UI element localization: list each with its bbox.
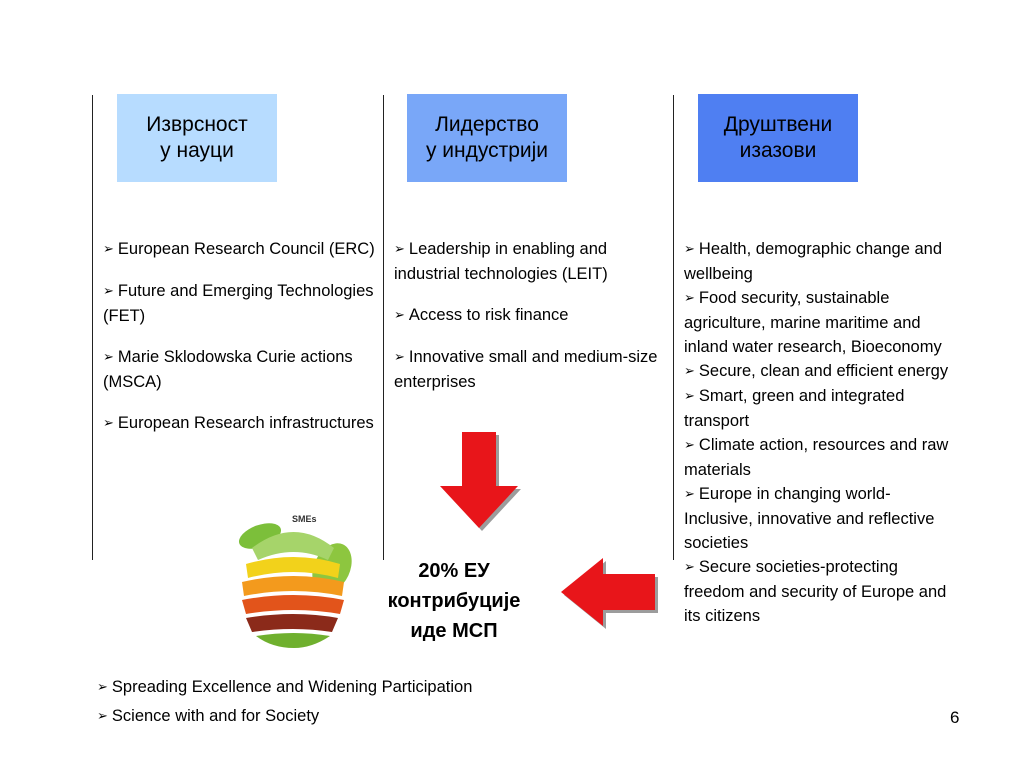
arrow-bullet-icon: ➢: [103, 241, 114, 256]
arrow-bullet-icon: ➢: [684, 559, 695, 574]
pillar-excellent-science: Изврсност у науци: [117, 94, 277, 182]
arrow-bullet-icon: ➢: [684, 486, 695, 501]
sliced-fruit-sme-illustration: SMEs: [238, 514, 352, 648]
list-item: ➢Secure societies-protecting freedom and…: [684, 558, 947, 625]
bottom-list: ➢Spreading Excellence and Widening Parti…: [97, 673, 472, 731]
down-arrow-icon: [440, 432, 521, 531]
list-item: ➢Smart, green and integrated transport: [684, 387, 905, 430]
column-industrial-leadership: ➢Leadership in enabling and industrial t…: [394, 237, 666, 411]
arrow-bullet-icon: ➢: [684, 290, 695, 305]
page-number: 6: [950, 708, 960, 727]
list-item: ➢Health, demographic change and wellbein…: [684, 240, 942, 283]
divider-line-3: [673, 95, 674, 560]
arrow-bullet-icon: ➢: [684, 437, 695, 452]
list-item: ➢European Research Council (ERC): [103, 240, 375, 258]
sme-contribution-text: 20% ЕУ контрибуције иде МСП: [387, 560, 521, 642]
arrow-bullet-icon: ➢: [684, 388, 695, 403]
list-item: ➢Food security, sustainable agriculture,…: [684, 289, 942, 356]
arrow-bullet-icon: ➢: [97, 679, 108, 694]
list-item: ➢Spreading Excellence and Widening Parti…: [97, 678, 473, 696]
list-item: ➢Access to risk finance: [394, 306, 569, 324]
list-item: ➢Europe in changing world-Inclusive, inn…: [684, 485, 935, 552]
divider-line-2: [383, 95, 384, 560]
list-item: ➢Secure, clean and efficient energy: [684, 362, 949, 380]
arrow-bullet-icon: ➢: [103, 349, 114, 364]
arrow-bullet-icon: ➢: [394, 241, 405, 256]
list-item: ➢Leadership in enabling and industrial t…: [394, 240, 608, 283]
left-arrow-icon: [561, 558, 658, 629]
arrow-bullet-icon: ➢: [394, 307, 405, 322]
pillar-societal-challenges: Друштвени изазови: [698, 94, 858, 182]
pillar-industrial-leadership: Лидерство у индустрији: [407, 94, 567, 182]
divider-line-1: [92, 95, 93, 560]
arrow-bullet-icon: ➢: [103, 283, 114, 298]
list-item: ➢European Research infrastructures: [103, 414, 374, 432]
pillar-label: Друштвени изазови: [723, 113, 833, 162]
arrow-bullet-icon: ➢: [394, 349, 405, 364]
column-excellent-science: ➢European Research Council (ERC) ➢Future…: [103, 237, 381, 453]
list-item: ➢Innovative small and medium-size enterp…: [394, 348, 658, 391]
list-item: ➢Climate action, resources and raw mater…: [684, 436, 949, 479]
arrow-bullet-icon: ➢: [97, 708, 108, 723]
pillar-label: Изврсност у науци: [146, 113, 248, 162]
pillar-label: Лидерство у индустрији: [425, 113, 549, 162]
column-societal-challenges: ➢Health, demographic change and wellbein…: [684, 237, 952, 628]
fruit-label: SMEs: [292, 514, 317, 524]
list-item: ➢Science with and for Society: [97, 707, 320, 725]
arrow-bullet-icon: ➢: [684, 363, 695, 378]
list-item: ➢Marie Sklodowska Curie actions (MSCA): [103, 348, 353, 391]
list-item: ➢Future and Emerging Technologies (FET): [103, 282, 374, 325]
arrow-bullet-icon: ➢: [103, 415, 114, 430]
arrow-bullet-icon: ➢: [684, 241, 695, 256]
